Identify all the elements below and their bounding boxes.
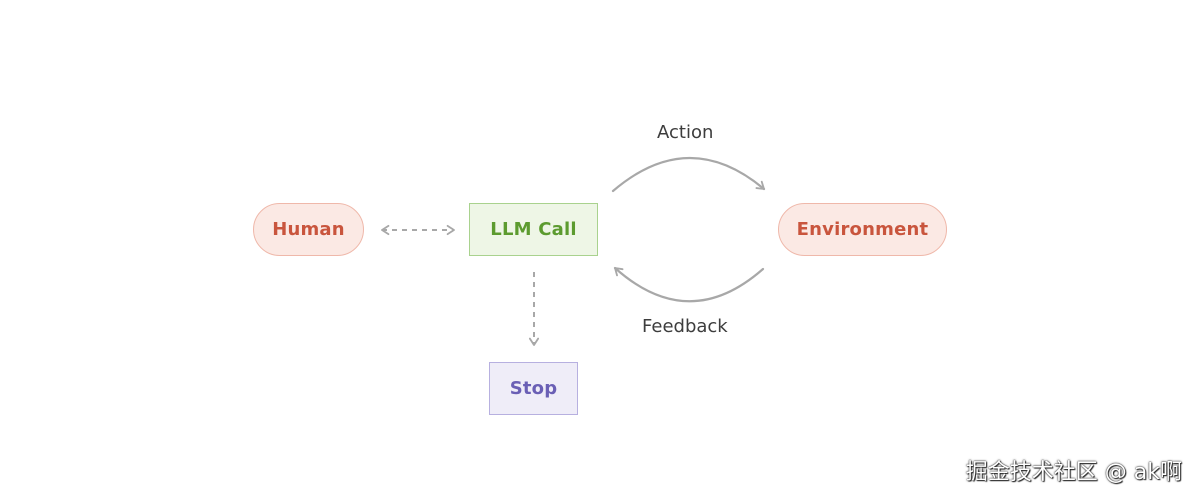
llm-call-label: LLM Call [490,219,577,240]
feedback-label: Feedback [642,316,728,337]
feedback-arrow [613,266,765,303]
environment-label: Environment [796,219,929,240]
watermark-text: 掘金技术社区 @ ak啊 [965,460,1182,485]
human-label: Human [272,219,345,240]
human-node: Human [253,203,364,256]
stop-label: Stop [509,378,558,399]
stop-node: Stop [489,362,578,415]
environment-node: Environment [778,203,947,256]
action-arrow [611,156,766,193]
llm-call-node: LLM Call [469,203,598,256]
action-label: Action [657,122,714,143]
